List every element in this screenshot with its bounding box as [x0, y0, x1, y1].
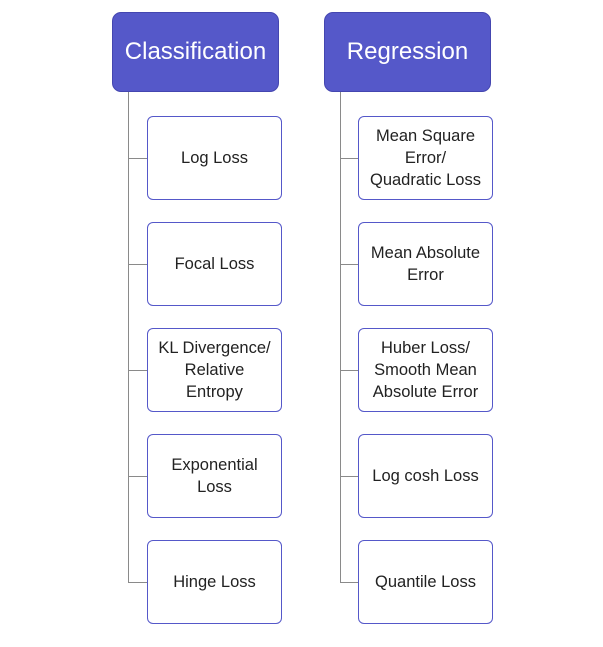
classification-branch-2 — [128, 264, 147, 265]
regression-item-quantile-loss: Quantile Loss — [358, 540, 493, 624]
classification-item-log-loss: Log Loss — [147, 116, 282, 200]
regression-trunk-line — [340, 92, 341, 582]
regression-branch-5 — [340, 582, 358, 583]
regression-branch-1 — [340, 158, 358, 159]
classification-header: Classification — [112, 12, 279, 92]
classification-trunk-line — [128, 92, 129, 582]
classification-branch-4 — [128, 476, 147, 477]
regression-branch-4 — [340, 476, 358, 477]
regression-title: Regression — [346, 38, 469, 65]
regression-item-mean-square-error: Mean Square Error/ Quadratic Loss — [358, 116, 493, 200]
classification-item-focal-loss: Focal Loss — [147, 222, 282, 306]
classification-item-exponential-loss: Exponential Loss — [147, 434, 282, 518]
regression-item-log-cosh-loss: Log cosh Loss — [358, 434, 493, 518]
regression-branch-2 — [340, 264, 358, 265]
regression-branch-3 — [340, 370, 358, 371]
classification-item-kl-divergence: KL Divergence/ Relative Entropy — [147, 328, 282, 412]
regression-item-mean-absolute-error: Mean Absolute Error — [358, 222, 493, 306]
classification-branch-1 — [128, 158, 147, 159]
classification-branch-5 — [128, 582, 147, 583]
classification-item-hinge-loss: Hinge Loss — [147, 540, 282, 624]
classification-title: Classification — [124, 38, 267, 65]
regression-item-huber-loss: Huber Loss/ Smooth Mean Absolute Error — [358, 328, 493, 412]
classification-branch-3 — [128, 370, 147, 371]
regression-header: Regression — [324, 12, 491, 92]
